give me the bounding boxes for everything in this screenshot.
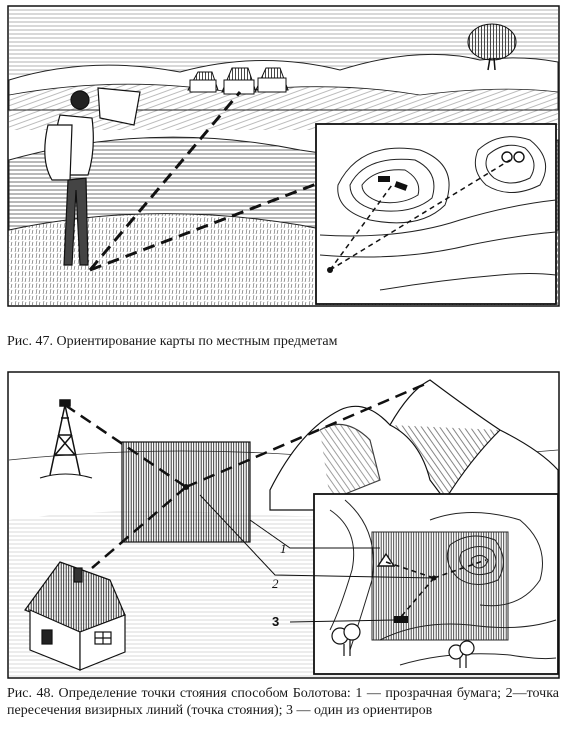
label-3: 3 bbox=[272, 614, 279, 629]
intersection-point bbox=[183, 484, 189, 490]
figure-48-caption: Рис. 48. Определение точки стояния спосо… bbox=[7, 686, 559, 718]
label-1: 1 bbox=[280, 541, 287, 556]
map-transparent-paper bbox=[371, 531, 509, 641]
mountains bbox=[269, 379, 559, 511]
figure-47-illustration bbox=[7, 5, 560, 307]
label-2: 2 bbox=[272, 576, 279, 591]
tree-icon bbox=[467, 23, 517, 71]
map-house-symbols-icon bbox=[378, 176, 408, 191]
sight-lines bbox=[88, 91, 341, 272]
map-house-symbol-icon bbox=[394, 616, 408, 623]
sight-lines-48 bbox=[64, 380, 431, 569]
person-with-map-icon bbox=[44, 87, 141, 266]
map-station-point bbox=[327, 267, 333, 273]
figure-47-caption: Рис. 47. Ориентирование карты по местным… bbox=[7, 334, 338, 349]
map-tree-symbols-icon bbox=[331, 623, 475, 668]
inset-map-47 bbox=[315, 123, 557, 305]
house-icon bbox=[24, 561, 126, 671]
village-houses-icon bbox=[187, 67, 289, 95]
inset-map-48 bbox=[313, 493, 559, 675]
figure-48-illustration: 1 2 3 bbox=[7, 371, 560, 679]
